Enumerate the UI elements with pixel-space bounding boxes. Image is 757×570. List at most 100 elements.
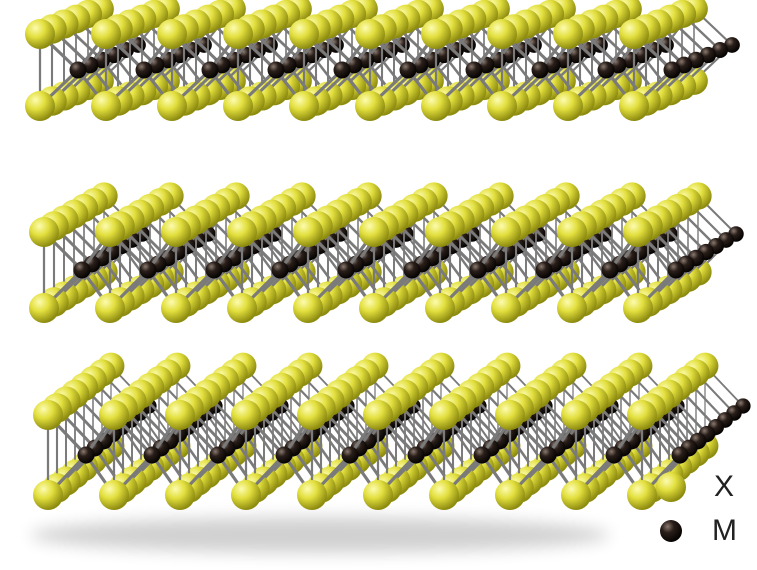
x-atom: [561, 480, 591, 510]
m-atom: [667, 261, 685, 279]
x-atom: [619, 91, 649, 121]
x-atom: [25, 91, 55, 121]
legend-label-m: M: [712, 514, 737, 547]
x-atom: [289, 19, 319, 49]
x-atom: [421, 19, 451, 49]
x-atom: [359, 293, 389, 323]
x-atom: [495, 400, 525, 430]
m-atom: [275, 446, 293, 464]
x-atom: [231, 400, 261, 430]
m-atom: [403, 261, 421, 279]
m-atom: [201, 61, 219, 79]
x-atom: [161, 293, 191, 323]
x-atom: [289, 91, 319, 121]
m-atom: [143, 446, 161, 464]
x-atom: [363, 480, 393, 510]
crystal-layers: [25, 0, 751, 510]
x-atom: [421, 91, 451, 121]
floor-shadow: [30, 517, 610, 553]
x-atom: [165, 400, 195, 430]
x-atom: [553, 19, 583, 49]
x-atom: [227, 293, 257, 323]
x-atom: [33, 480, 63, 510]
x-atom: [619, 19, 649, 49]
x-atom: [495, 480, 525, 510]
m-atom: [671, 446, 689, 464]
x-atom: [363, 400, 393, 430]
m-atom: [209, 446, 227, 464]
m-atom: [473, 446, 491, 464]
m-atom: [271, 261, 289, 279]
x-atom: [429, 400, 459, 430]
m-atom: [73, 261, 91, 279]
x-atom: [359, 217, 389, 247]
m-atom: [77, 446, 95, 464]
m-atom: [465, 61, 483, 79]
m-atom: [341, 446, 359, 464]
x-atom: [223, 91, 253, 121]
x-atom: [95, 217, 125, 247]
layer-1: [25, 0, 740, 121]
x-atom: [425, 217, 455, 247]
x-atom: [355, 91, 385, 121]
m-atom: [267, 61, 285, 79]
x-atom: [99, 400, 129, 430]
x-atom: [95, 293, 125, 323]
x-atom: [623, 217, 653, 247]
x-atom: [623, 293, 653, 323]
x-atom-icon: [656, 472, 686, 502]
m-atom: [724, 37, 740, 53]
x-atom: [223, 19, 253, 49]
x-atom: [293, 293, 323, 323]
x-atom: [425, 293, 455, 323]
layer-2: [29, 182, 744, 323]
m-atom: [601, 261, 619, 279]
m-atom: [337, 261, 355, 279]
x-atom: [557, 217, 587, 247]
m-atom: [135, 61, 153, 79]
x-atom: [29, 293, 59, 323]
x-atom: [355, 19, 385, 49]
m-atom: [333, 61, 351, 79]
x-atom: [157, 19, 187, 49]
x-atom: [627, 400, 657, 430]
x-atom: [429, 480, 459, 510]
m-atom: [69, 61, 87, 79]
x-atom: [25, 19, 55, 49]
x-atom: [487, 19, 517, 49]
shadow-ellipse: [30, 517, 610, 553]
x-atom: [491, 293, 521, 323]
x-atom: [297, 400, 327, 430]
x-atom: [627, 480, 657, 510]
x-atom: [91, 19, 121, 49]
m-atom: [407, 446, 425, 464]
m-atom: [139, 261, 157, 279]
legend-item-m: M: [656, 514, 737, 548]
x-atom: [33, 400, 63, 430]
x-atom: [157, 91, 187, 121]
x-atom: [165, 480, 195, 510]
m-atom: [535, 261, 553, 279]
x-atom: [553, 91, 583, 121]
x-atom: [161, 217, 191, 247]
m-atom: [531, 61, 549, 79]
m-atom: [399, 61, 417, 79]
m-atom: [597, 61, 615, 79]
layer-3: [33, 352, 751, 510]
x-atom: [99, 480, 129, 510]
x-atom: [487, 91, 517, 121]
m-atom-icon: [660, 520, 682, 542]
x-atom: [29, 217, 59, 247]
x-atom: [561, 400, 591, 430]
x-atom: [227, 217, 257, 247]
x-atom: [91, 91, 121, 121]
x-atom: [557, 293, 587, 323]
x-atom: [297, 480, 327, 510]
x-atom: [491, 217, 521, 247]
m-atom: [539, 446, 557, 464]
m-atom: [663, 61, 681, 79]
m-atom: [605, 446, 623, 464]
x-atom: [293, 217, 323, 247]
x-atom: [231, 480, 261, 510]
